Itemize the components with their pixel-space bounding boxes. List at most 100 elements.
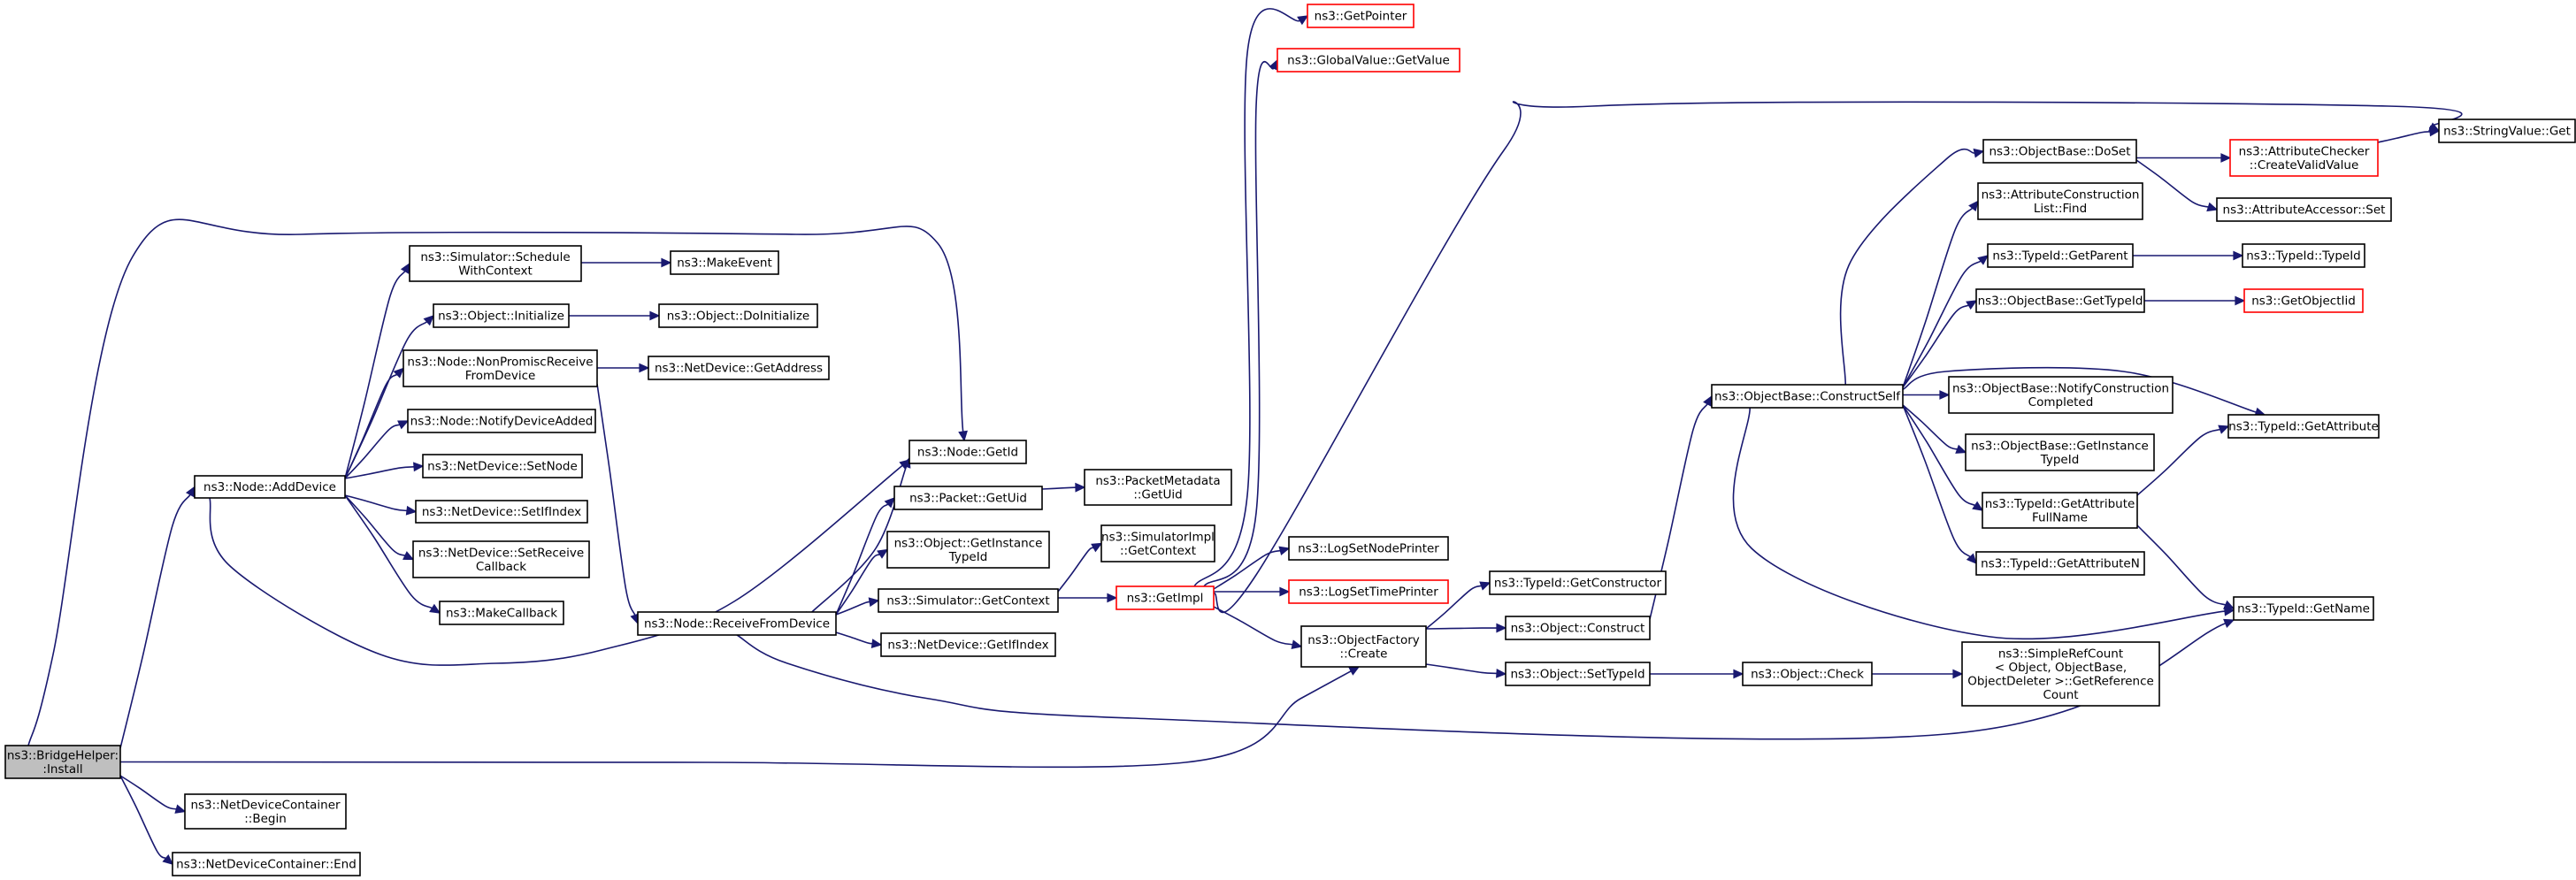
node-label: ns3::GetImpl (1127, 592, 1204, 606)
node-label: ::GetUid (1133, 487, 1182, 501)
node-label: ns3::TypeId::TypeId (2246, 249, 2361, 264)
node-getifindex[interactable]: ns3::NetDevice::GetIfIndex (880, 632, 1056, 657)
node-box (1505, 616, 1651, 640)
call-edge-install-to-ndc_end (119, 775, 174, 865)
call-edge-obj_check-to-simplerefcount (1872, 669, 1964, 679)
node-label: WithContext (458, 264, 533, 278)
node-box (1987, 243, 2134, 268)
node-lognode[interactable]: ns3::LogSetNodePrinter (1288, 536, 1449, 561)
node-gv-getvalue[interactable]: ns3::GlobalValue::GetValue (1276, 48, 1460, 73)
call-edge-of_create-to-tid_getctor (1425, 581, 1491, 630)
node-attrchecker[interactable]: ns3::AttributeChecker::CreateValidValue (2229, 139, 2379, 177)
node-obj-init[interactable]: ns3::Object::Initialize (433, 303, 570, 328)
node-label: TypeId (948, 550, 988, 564)
node-box (1948, 376, 2174, 414)
node-obj-settypeid[interactable]: ns3::Object::SetTypeId (1505, 662, 1651, 686)
node-box (415, 500, 588, 524)
node-box (412, 540, 590, 578)
node-label: FullName (2032, 510, 2088, 524)
node-stringvalue-get[interactable]: ns3::StringValue::Get (2438, 119, 2576, 143)
node-box (880, 632, 1056, 657)
call-edge-install-to-of_create (119, 666, 1361, 769)
node-obj-construct[interactable]: ns3::Object::Construct (1505, 616, 1651, 640)
node-label: List::Find (2034, 202, 2087, 216)
node-tid-getattrn[interactable]: ns3::TypeId::GetAttributeN (1975, 551, 2145, 576)
node-doset[interactable]: ns3::ObjectBase::DoSet (1982, 139, 2137, 164)
node-label: ns3::PacketMetadata (1095, 474, 1220, 488)
node-ndc-begin[interactable]: ns3::NetDeviceContainer::Begin (184, 793, 347, 830)
call-edge-constructself-to-notifyconst (1902, 390, 1951, 400)
node-node-getid[interactable]: ns3::Node::GetId (908, 440, 1027, 464)
node-tid-getctor[interactable]: ns3::TypeId::GetConstructor (1489, 570, 1667, 595)
node-makecallback[interactable]: ns3::MakeCallback (439, 601, 564, 625)
node-label: ns3::ObjectBase::GetTypeId (1978, 295, 2143, 309)
node-attraccessor[interactable]: ns3::AttributeAccessor::Set (2216, 197, 2392, 222)
node-doinit[interactable]: ns3::Object::DoInitialize (658, 303, 818, 328)
call-edge-constructself-to-tid_getattrfull (1902, 404, 1984, 511)
node-tid-typeid[interactable]: ns3::TypeId::TypeId (2242, 243, 2365, 268)
node-constructself[interactable]: ns3::ObjectBase::ConstructSelf (1711, 384, 1904, 409)
node-tid-getname[interactable]: ns3::TypeId::GetName (2233, 596, 2374, 621)
node-logtime[interactable]: ns3::LogSetTimePrinter (1288, 579, 1449, 604)
node-getobjectiid[interactable]: ns3::GetObjectIid (2243, 288, 2364, 313)
node-label: ns3::NetDevice::SetReceive (418, 546, 584, 560)
node-setnode[interactable]: ns3::NetDevice::SetNode (422, 454, 583, 478)
node-box (1307, 4, 1414, 28)
call-edge-adddevice-to-setrecv (344, 494, 415, 561)
node-box (1965, 433, 2155, 471)
node-box (1276, 48, 1460, 73)
node-label: ns3::Object::Initialize (438, 310, 564, 324)
node-box (409, 245, 582, 282)
node-simplerefcount[interactable]: ns3::SimpleRefCount< Object, ObjectBase,… (1961, 641, 2160, 707)
node-pm-getuid[interactable]: ns3::PacketMetadata::GetUid (1084, 469, 1232, 506)
node-makeevent[interactable]: ns3::MakeEvent (670, 250, 779, 275)
node-getaddress[interactable]: ns3::NetDevice::GetAddress (648, 356, 830, 380)
call-edge-install-to-ndc_begin (119, 775, 187, 814)
node-notifyadded[interactable]: ns3::Node::NotifyDeviceAdded (407, 409, 596, 433)
node-label: ns3::Object::GetInstance (894, 536, 1043, 550)
node-box (433, 303, 570, 328)
call-edge-recvfrom-to-getinstance (835, 548, 889, 616)
node-label: ns3::Node::ReceiveFromDevice (644, 617, 830, 631)
node-pkt-getuid[interactable]: ns3::Packet::GetUid (893, 486, 1043, 510)
node-box (2216, 197, 2392, 222)
node-ob-gettypeid[interactable]: ns3::ObjectBase::GetTypeId (1975, 288, 2145, 313)
call-edge-of_create-to-obj_settypeid (1425, 663, 1507, 678)
call-edge-constructself-to-tid_getattrn (1902, 404, 1977, 565)
node-box (1711, 384, 1904, 409)
node-notifyconst[interactable]: ns3::ObjectBase::NotifyConstructionCompl… (1948, 376, 2174, 414)
node-getimpl[interactable]: ns3::GetImpl (1116, 585, 1215, 610)
node-sim-getctx[interactable]: ns3::Simulator::GetContext (878, 588, 1059, 613)
node-getpointer[interactable]: ns3::GetPointer (1307, 4, 1414, 28)
node-label: ns3::NetDeviceContainer::End (176, 858, 356, 872)
node-ndc-end[interactable]: ns3::NetDeviceContainer::End (172, 852, 361, 876)
call-edge-doset-to-attrchecker (2136, 153, 2232, 163)
node-label: ns3::Object::DoInitialize (667, 310, 810, 324)
node-of-create[interactable]: ns3::ObjectFactory::Create (1300, 625, 1427, 668)
node-setifindex[interactable]: ns3::NetDevice::SetIfIndex (415, 500, 588, 524)
call-edge-constructself-to-ob_gettypeid (1902, 300, 1978, 388)
node-obj-check[interactable]: ns3::Object::Check (1742, 662, 1873, 686)
node-label: ns3::NetDevice::GetIfIndex (887, 639, 1048, 653)
node-install[interactable]: ns3::BridgeHelper::Install (4, 745, 121, 779)
node-label: ns3::SimulatorImpl (1101, 530, 1215, 544)
node-label: ::CreateValidValue (2250, 158, 2359, 172)
node-tid-getparent[interactable]: ns3::TypeId::GetParent (1987, 243, 2134, 268)
node-tid-getattr[interactable]: ns3::TypeId::GetAttribute (2227, 414, 2380, 439)
node-simimpl-ctx[interactable]: ns3::SimulatorImpl::GetContext (1100, 524, 1215, 562)
node-label: ns3::NetDevice::SetIfIndex (422, 505, 581, 519)
node-adddevice[interactable]: ns3::Node::AddDevice (194, 475, 346, 499)
node-label: ns3::MakeEvent (677, 256, 772, 271)
node-label: ns3::NetDevice::GetAddress (655, 362, 823, 376)
node-box (1982, 139, 2137, 164)
node-recvfrom[interactable]: ns3::Node::ReceiveFromDevice (637, 611, 837, 636)
call-edge-recvfrom-to-getifindex (835, 631, 883, 648)
node-label: ns3::Object::SetTypeId (1510, 668, 1644, 682)
